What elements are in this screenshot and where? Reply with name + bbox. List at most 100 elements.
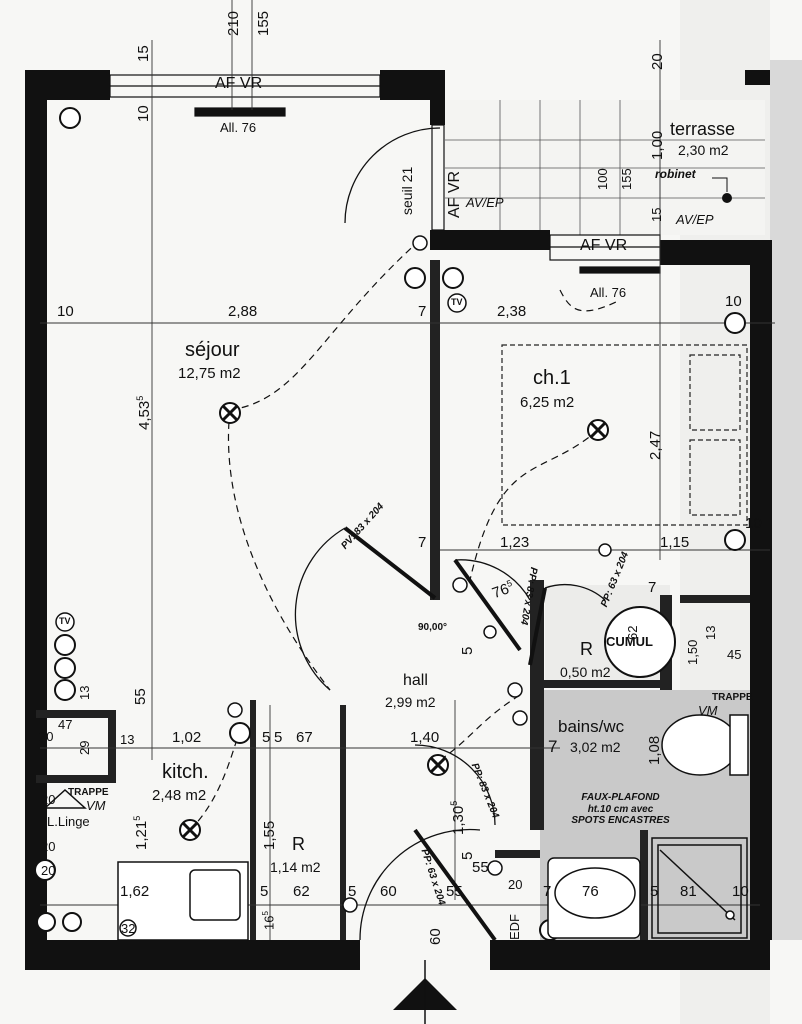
scan-edge bbox=[770, 60, 802, 940]
dim-7e: 7 bbox=[543, 883, 552, 900]
toilet-icon bbox=[661, 714, 749, 776]
dim-10b: 10 bbox=[732, 883, 749, 900]
outer-walls bbox=[25, 70, 772, 970]
ceiling-note-line-1: FAUX-PLAFOND bbox=[581, 792, 660, 803]
dim-1-21-5-value: 1,21 bbox=[133, 820, 150, 850]
cumulus-tank-icon bbox=[604, 606, 676, 678]
tv-socket-icon bbox=[55, 293, 467, 632]
dim-1-30-5-value: 1,30 bbox=[450, 805, 467, 835]
dim-5d: 5 bbox=[260, 883, 269, 900]
dim-13b: 13 bbox=[120, 732, 135, 747]
room-area-r: 1,14 m2 bbox=[270, 859, 321, 875]
dim-155: 155 bbox=[619, 168, 634, 190]
shower-icon bbox=[651, 837, 748, 939]
dim-5b: 5 bbox=[262, 729, 271, 746]
room-area-terrasse: 2,30 m2 bbox=[678, 142, 729, 158]
room-area-bains: 3,02 m2 bbox=[570, 739, 621, 755]
trappe-label-bath: TRAPPE bbox=[712, 692, 753, 703]
ceiling-light-icon bbox=[179, 402, 609, 841]
room-name-r: R bbox=[292, 834, 305, 854]
dim-4-53: 4,535 bbox=[135, 396, 153, 430]
tap-label: robinet bbox=[655, 167, 696, 181]
window-label-side: AF VR bbox=[446, 170, 463, 218]
dim-top-210: 210 bbox=[225, 10, 242, 36]
dim-15: 15 bbox=[135, 45, 152, 62]
tap-icon bbox=[722, 193, 732, 203]
dim-55c: 55 bbox=[472, 859, 489, 876]
dim-60b: 60 bbox=[427, 928, 444, 945]
ceiling-note-line-2: ht.10 cm avec bbox=[587, 803, 654, 815]
dim-55: 55 bbox=[132, 688, 149, 705]
dim-2-88: 2,88 bbox=[228, 303, 258, 320]
room-area-sejour: 12,75 m2 bbox=[178, 365, 241, 382]
edf-label: EDF bbox=[507, 914, 522, 940]
dim-16-5: 165 bbox=[261, 911, 277, 930]
dim-67: 67 bbox=[296, 729, 313, 746]
kitchen-counter bbox=[117, 861, 249, 941]
room-name-sejour: séjour bbox=[185, 339, 240, 361]
angle-label: 90,00° bbox=[418, 622, 448, 633]
dim-16-5-value: 16 bbox=[261, 915, 277, 930]
vm-label-kitchen: VM bbox=[86, 798, 106, 813]
room-name-r-small: R bbox=[580, 639, 593, 659]
small-switch-icon bbox=[227, 235, 612, 913]
dim-32: 32 bbox=[121, 921, 136, 936]
threshold-label: seuil 21 bbox=[399, 166, 415, 215]
dim-13: 13 bbox=[703, 625, 718, 640]
dim-20c: 20 bbox=[41, 863, 56, 878]
dim-7b: 7 bbox=[418, 534, 427, 551]
dim-1-00: 1,00 bbox=[649, 130, 666, 160]
dim-20a: 20 bbox=[41, 792, 56, 807]
dim-10c: 10 bbox=[745, 515, 762, 532]
window-allege-ch1: All. 76 bbox=[590, 285, 627, 300]
room-name-bains: bains/wc bbox=[558, 717, 625, 736]
drain-label-right: AV/EP bbox=[676, 212, 714, 227]
dim-29: 29 bbox=[77, 740, 92, 755]
dim-4-53-value: 4,53 bbox=[136, 400, 153, 430]
ceiling-note-line-3: SPOTS ENCASTRES bbox=[571, 815, 670, 826]
cumulus-label: CUMUL bbox=[606, 634, 653, 649]
dim-5e: 5 bbox=[348, 883, 357, 900]
room-area-ch1: 6,25 m2 bbox=[520, 394, 575, 411]
tv-label: TV bbox=[451, 297, 463, 307]
dim-top-155: 155 bbox=[255, 10, 272, 36]
dim-row-10: 10 bbox=[57, 303, 74, 320]
room-area-kitch: 2,48 m2 bbox=[152, 787, 207, 804]
dim-1-15: 1,15 bbox=[660, 534, 690, 551]
dim-1-50: 1,50 bbox=[685, 639, 700, 665]
dim-20b: 20 bbox=[41, 839, 56, 854]
dim-5c: 5 bbox=[274, 729, 283, 746]
drain-label-terrasse: AV/EP bbox=[466, 195, 504, 210]
ceiling-note: FAUX-PLAFOND ht.10 cm avec SPOTS ENCASTR… bbox=[548, 792, 693, 827]
tv-label-kitchen: TV bbox=[59, 616, 71, 626]
dim-1-55: 1,55 bbox=[261, 820, 278, 850]
room-name-terrasse: terrasse bbox=[670, 119, 736, 139]
trappe-triangle bbox=[43, 788, 87, 809]
window-label-top: AF VR bbox=[215, 75, 263, 92]
bathtub-icon bbox=[547, 857, 641, 939]
room-name-ch1: ch.1 bbox=[533, 367, 571, 389]
dim-15b: 15 bbox=[649, 207, 664, 222]
window-label-ch1: AF VR bbox=[580, 237, 628, 254]
dim-5f: 5 bbox=[650, 883, 659, 900]
dim-5-hall: 5 bbox=[459, 646, 476, 655]
dim-10: 10 bbox=[135, 105, 152, 122]
room-name-kitch: kitch. bbox=[162, 761, 209, 783]
dim-1-30-5-sup: 5 bbox=[449, 800, 459, 806]
dim-20k: 20 bbox=[39, 729, 54, 744]
dim-1-02: 1,02 bbox=[172, 729, 202, 746]
trappe-label-kitchen: TRAPPE bbox=[68, 787, 109, 798]
door-leaves bbox=[343, 526, 547, 942]
room-area-r-small: 0,50 m2 bbox=[560, 664, 611, 680]
dim-45: 45 bbox=[727, 647, 742, 662]
room-area-hall: 2,99 m2 bbox=[385, 694, 436, 710]
dim-76: 76 bbox=[582, 883, 599, 900]
dim-2-38: 2,38 bbox=[497, 303, 527, 320]
dim-13k: 13 bbox=[77, 685, 92, 700]
dim-81: 81 bbox=[680, 883, 697, 900]
dim-55b: 55 bbox=[446, 883, 463, 900]
dim-20: 20 bbox=[649, 53, 666, 70]
dim-62: 62 bbox=[625, 625, 640, 640]
dim-1-08: 1,08 bbox=[646, 735, 663, 765]
